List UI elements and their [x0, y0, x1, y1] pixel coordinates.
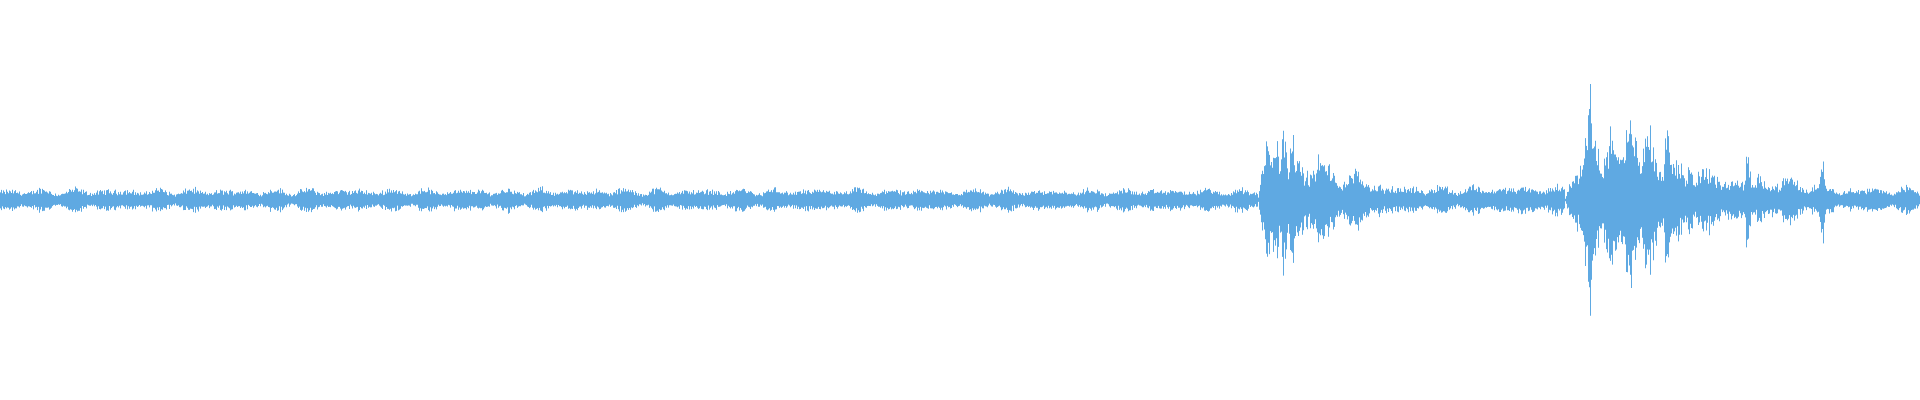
- waveform-bars: [0, 84, 1920, 316]
